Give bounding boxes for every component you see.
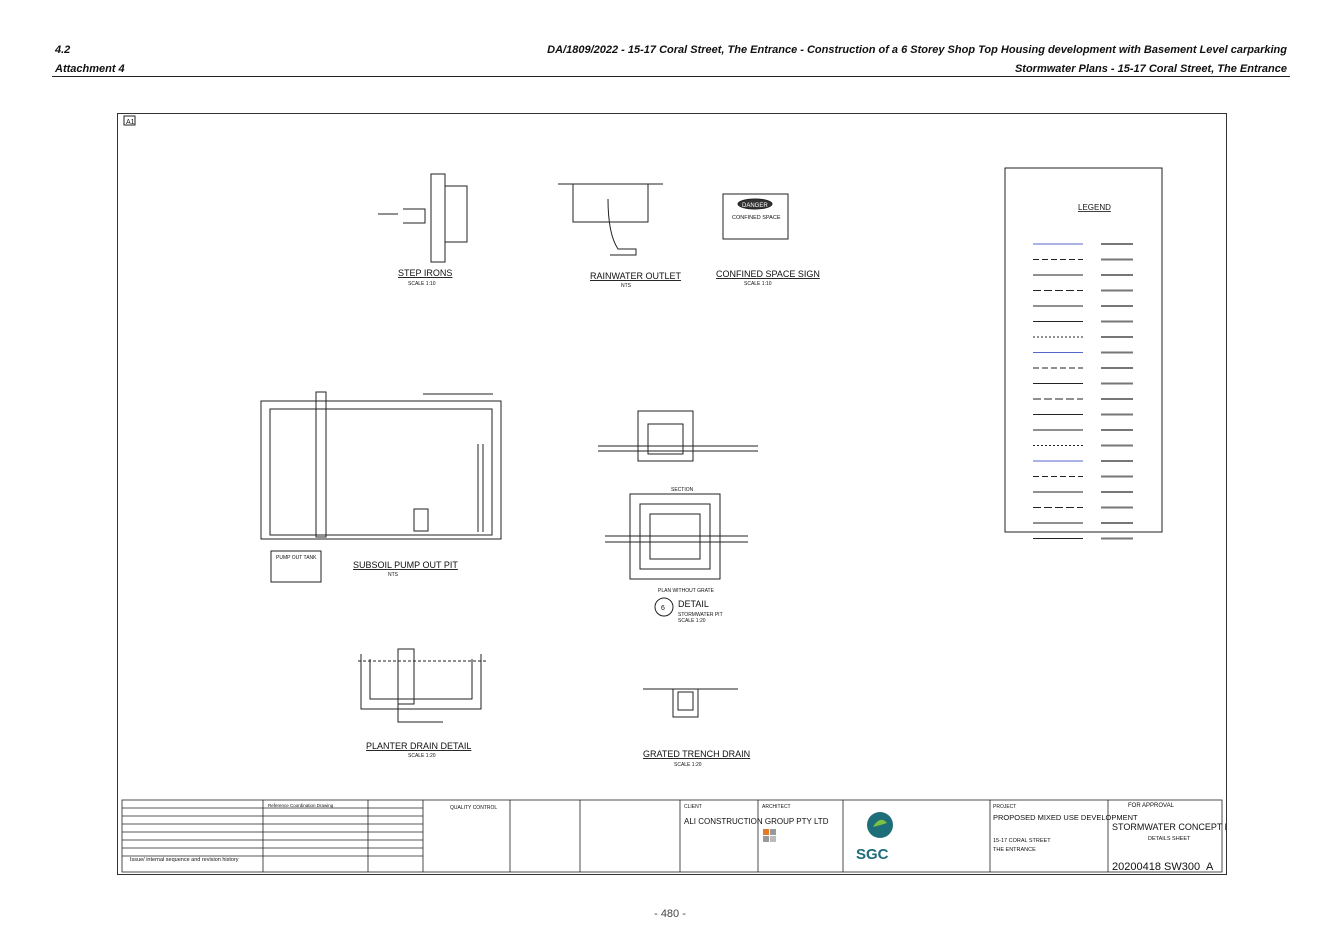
subsoil-pit-scale: NTS [388,572,399,578]
project-label: PROJECT [993,804,1016,810]
reference-drawing-label: Reference Coordination Drawing [268,803,334,808]
project-number: 20200418 [1112,861,1161,873]
drawing-canvas: A1 STEP IRONS SCALE 1:10 RAINWATER OUTLE… [121,115,1226,873]
stormwater-pit-label: STORMWATER PIT [678,612,723,618]
planter-drain-scale: SCALE 1:20 [408,753,436,759]
detail-label: DETAIL [678,599,709,609]
pump-out-tank-label: PUMP OUT TANK [276,555,317,561]
project-address-2: THE ENTRANCE [993,847,1036,853]
step-irons-scale: SCALE 1:10 [408,281,436,287]
drawing-title: STORMWATER CONCEPT DESIGN [1112,822,1226,832]
revision-letter: A [1206,861,1214,873]
confined-space-scale: SCALE 1:10 [744,281,772,287]
sign-confined-text: CONFINED SPACE [732,215,781,221]
stormwater-pit-plan [605,493,748,617]
title-block [121,799,1223,873]
rainwater-outlet-title: RAINWATER OUTLET [590,271,682,281]
sign-danger-text: DANGER [742,203,768,209]
item-number: 4.2 [55,44,71,56]
drawing-status: FOR APPROVAL [1128,803,1175,809]
subsoil-pit-drawing [260,391,502,583]
architect-logo-icon [763,829,769,835]
page-number: - 480 - [654,908,686,920]
document-subtitle: Stormwater Plans - 15-17 Coral Street, T… [1014,63,1287,75]
sheet-size-tag: A1 [126,119,135,126]
rainwater-outlet-drawing [558,183,663,256]
pit-plan-label: PLAN WITHOUT GRATE [658,588,715,594]
pit-section-label: SECTION [671,487,694,493]
legend-title: LEGEND [1078,203,1111,212]
drawing-number: SW300 [1164,861,1200,873]
planter-drain-title: PLANTER DRAIN DETAIL [366,741,471,751]
trench-drain-scale: SCALE 1:20 [674,762,702,768]
step-irons-title: STEP IRONS [398,268,452,278]
client-name: ALI CONSTRUCTION GROUP PTY LTD [684,817,829,826]
confined-space-title: CONFINED SPACE SIGN [716,269,820,279]
rainwater-outlet-scale: NTS [621,283,632,289]
detail-number: 6 [661,605,665,612]
project-name: PROPOSED MIXED USE DEVELOPMENT [993,813,1138,822]
drawing-sheet: A1 STEP IRONS SCALE 1:10 RAINWATER OUTLE… [117,113,1227,875]
planter-drain-drawing [358,648,488,723]
attachment-label: Attachment 4 [55,63,125,75]
stormwater-pit-section [598,410,758,462]
drawing-subtitle: DETAILS SHEET [1148,836,1191,842]
legend-box [1004,167,1163,540]
revision-history-label: Issue/ internal sequence and revision hi… [130,857,239,863]
project-address-1: 15-17 CORAL STREET [993,838,1051,844]
step-irons-drawing [378,173,468,263]
document-title: DA/1809/2022 - 15-17 Coral Street, The E… [547,44,1287,56]
consultant-logo-text: SGC [856,846,889,863]
quality-control-title: QUALITY CONTROL [450,805,497,811]
client-label: CLIENT [684,804,702,810]
header-rule [52,76,1290,77]
subsoil-pit-title: SUBSOIL PUMP OUT PIT [353,560,458,570]
stormwater-pit-scale: SCALE 1:20 [678,618,706,624]
trench-drain-title: GRATED TRENCH DRAIN [643,749,750,759]
architect-label: ARCHITECT [762,804,791,810]
trench-drain-drawing [643,688,738,718]
confined-space-sign-frame [722,193,789,240]
